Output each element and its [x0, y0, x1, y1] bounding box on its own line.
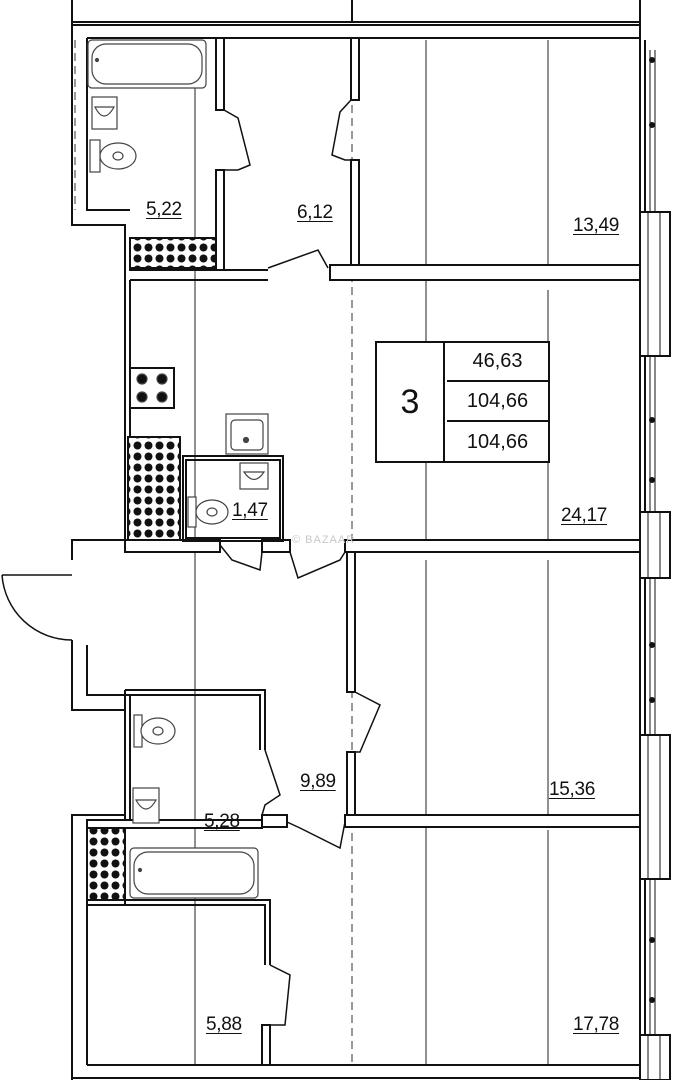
area-label-wardrobe-top: 6,12: [297, 202, 333, 223]
total-area-value: 104,66: [447, 383, 548, 422]
interior-walls: [86, 37, 641, 1066]
area-label-hall: 9,89: [300, 771, 336, 792]
summary-table: 3 46,63 104,66 104,66: [375, 341, 550, 463]
area-label-bathroom-bottom: 5,28: [204, 811, 240, 832]
top-border: [71, 0, 641, 40]
window-dots: [649, 57, 655, 1003]
area-label-room-bottom-left: 5,88: [206, 1014, 242, 1035]
total-area-value-2: 104,66: [466, 431, 529, 453]
doors: [1, 99, 381, 1026]
rooms-count: 3: [377, 343, 445, 461]
area-label-kitchen-living: 24,17: [561, 505, 608, 526]
window-inner: [647, 212, 661, 1080]
area-label-bedroom-bottom: 17,78: [573, 1014, 620, 1035]
watermark: © BAZAAR: [292, 534, 356, 546]
area-label-wc-small: 1,47: [232, 500, 268, 521]
area-label-bedroom-middle: 15,36: [549, 779, 596, 800]
windows: [639, 211, 671, 1080]
fixtures: [87, 39, 269, 899]
area-label-bedroom-top: 13,49: [573, 215, 620, 236]
shafts: [86, 237, 217, 901]
living-area-value: 46,63: [447, 343, 548, 382]
area-label-bathroom-top: 5,22: [146, 199, 182, 220]
